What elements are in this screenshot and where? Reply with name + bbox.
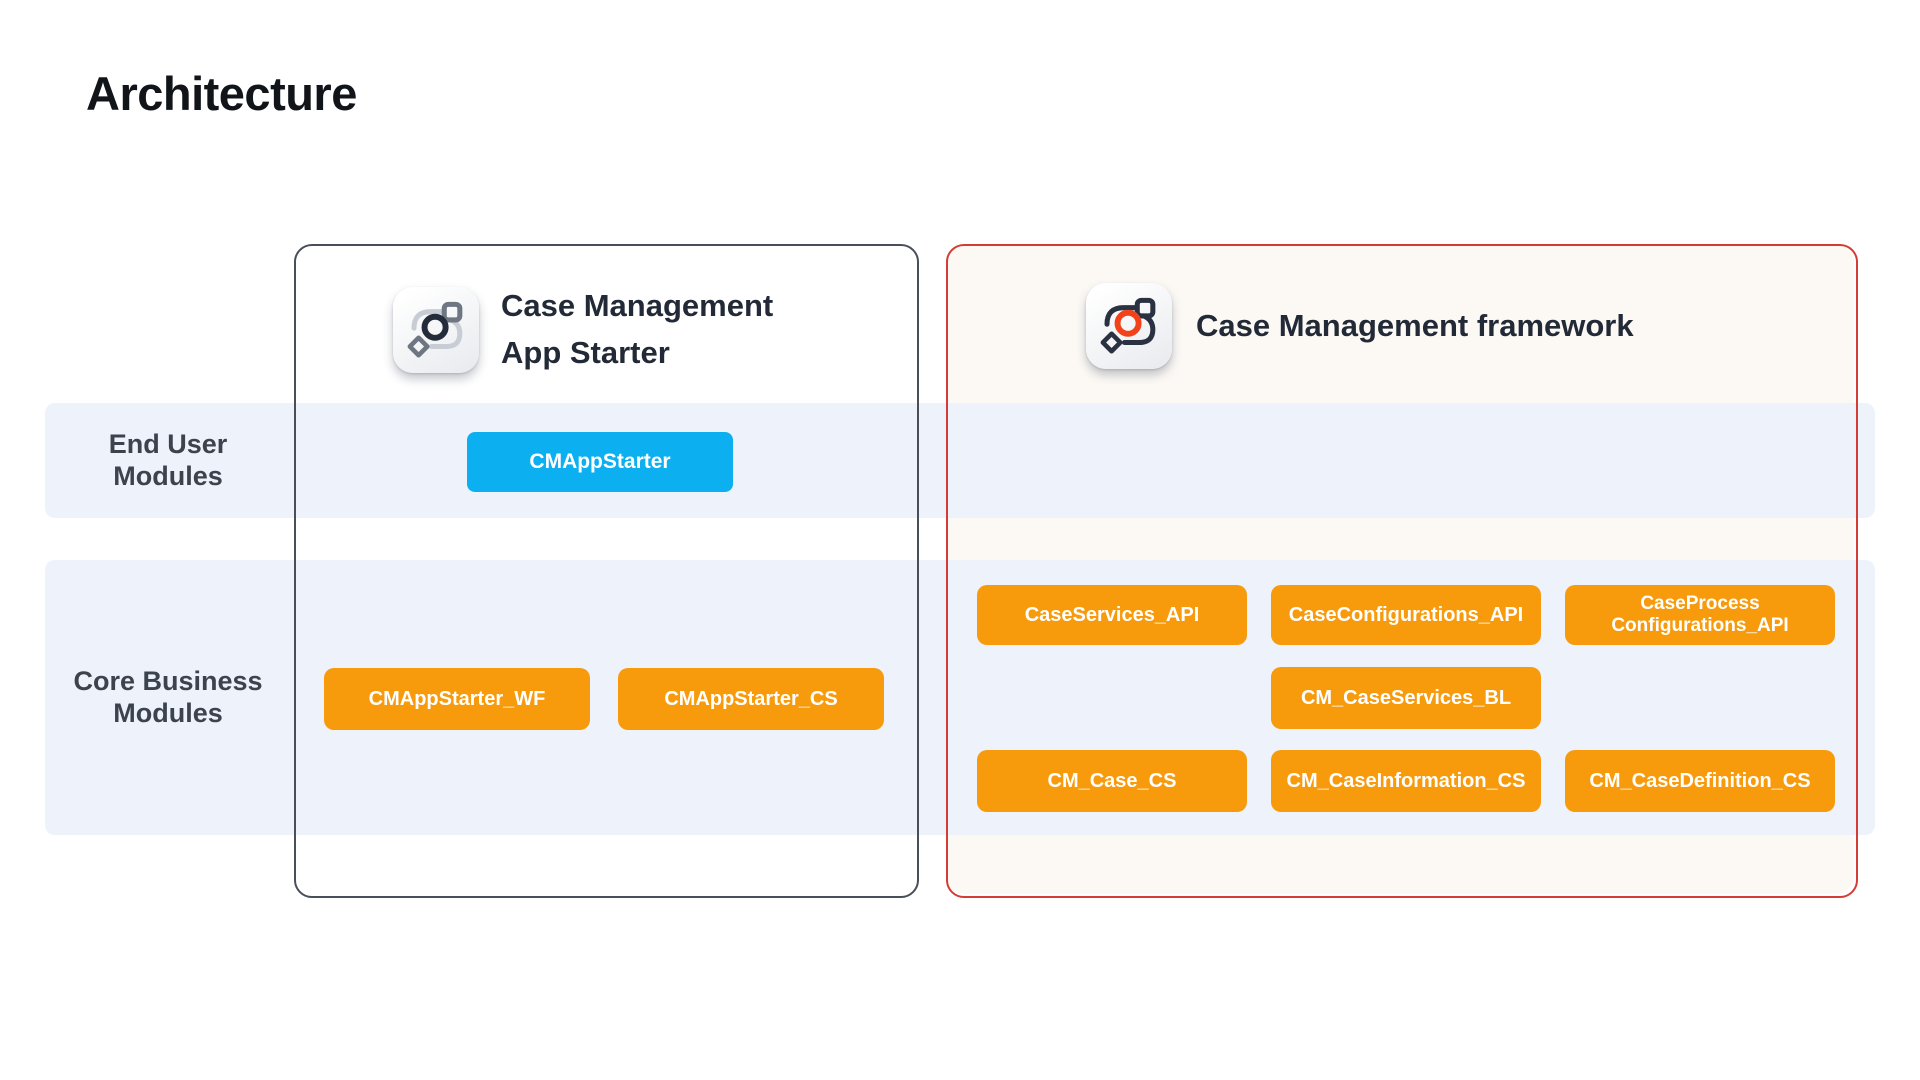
module-chip-cm-casedefinition-cs[interactable]: CM_CaseDefinition_CS — [1565, 750, 1835, 812]
workflow-glyph — [1100, 297, 1156, 354]
module-chip-caseconfigurations-api[interactable]: CaseConfigurations_API — [1271, 585, 1541, 645]
framework-header: Case Management framework — [1086, 283, 1634, 369]
end-user-modules-band — [45, 403, 1875, 518]
app-starter-header: Case Management App Starter — [393, 283, 773, 376]
page-title: Architecture — [86, 67, 357, 120]
module-chip-cmappstarter-cs[interactable]: CMAppStarter_CS — [618, 668, 884, 730]
app-starter-title: Case Management App Starter — [501, 288, 774, 370]
workflow-framework-icon — [1086, 283, 1172, 369]
module-chip-cmappstarter[interactable]: CMAppStarter — [467, 432, 733, 492]
workflow-glyph — [407, 301, 463, 357]
module-chip-cmappstarter-wf[interactable]: CMAppStarter_WF — [324, 668, 590, 730]
module-chip-cm-case-cs[interactable]: CM_Case_CS — [977, 750, 1247, 812]
module-chip-cm-caseservices-bl[interactable]: CM_CaseServices_BL — [1271, 667, 1541, 729]
core-business-modules-label: Core Business Modules — [73, 666, 263, 728]
end-user-modules-label: End User Modules — [108, 429, 228, 491]
module-chip-caseservices-api[interactable]: CaseServices_API — [977, 585, 1247, 645]
module-chip-cm-caseinformation-cs[interactable]: CM_CaseInformation_CS — [1271, 750, 1541, 812]
framework-title: Case Management framework — [1196, 307, 1634, 343]
module-chip-caseprocessconfigurations-api[interactable]: CaseProcess Configurations_API — [1565, 585, 1835, 645]
workflow-app-starter-icon — [393, 286, 479, 373]
